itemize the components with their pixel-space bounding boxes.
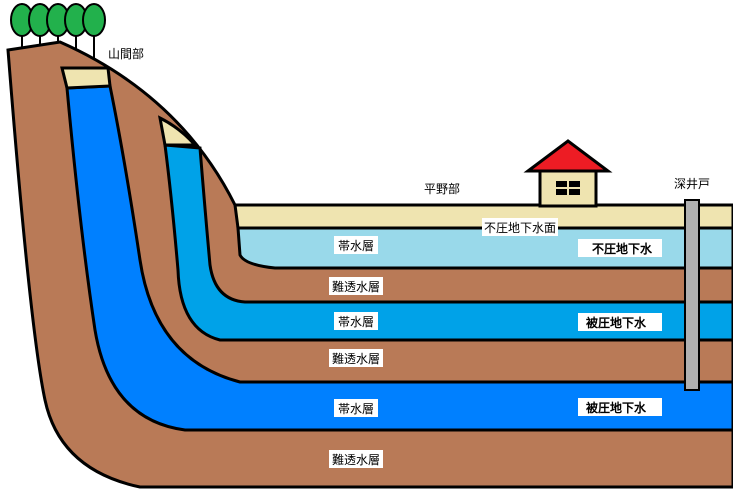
recharge-zone bbox=[60, 66, 112, 90]
recharge-zone bbox=[157, 115, 199, 147]
label-confined-gw-2: 被圧地下水 bbox=[586, 400, 647, 415]
label-water-table: 不圧地下水面 bbox=[484, 221, 556, 235]
label-mountain: 山間部 bbox=[108, 46, 144, 61]
deep-well bbox=[684, 199, 700, 391]
roof-icon bbox=[523, 139, 613, 173]
label-aquitard-1: 難透水層 bbox=[332, 279, 380, 294]
label-aquitard-2: 難透水層 bbox=[332, 351, 380, 366]
deep-aquifer bbox=[65, 84, 733, 432]
label-unconfined-gw: 不圧地下水 bbox=[592, 241, 653, 256]
trees bbox=[10, 3, 106, 66]
label-confined-gw-1: 被圧地下水 bbox=[586, 315, 647, 330]
label-plain: 平野部 bbox=[424, 181, 460, 196]
label-aquifer-2: 帯水層 bbox=[338, 315, 374, 329]
house bbox=[523, 139, 613, 208]
label-aquifer-1: 帯水層 bbox=[338, 239, 374, 253]
label-aquitard-3: 難透水層 bbox=[332, 452, 380, 467]
label-aquifer-3: 帯水層 bbox=[338, 402, 374, 416]
tree-icon bbox=[82, 3, 106, 37]
middle-aquifer bbox=[163, 143, 733, 342]
label-deep-well: 深井戸 bbox=[674, 177, 710, 191]
